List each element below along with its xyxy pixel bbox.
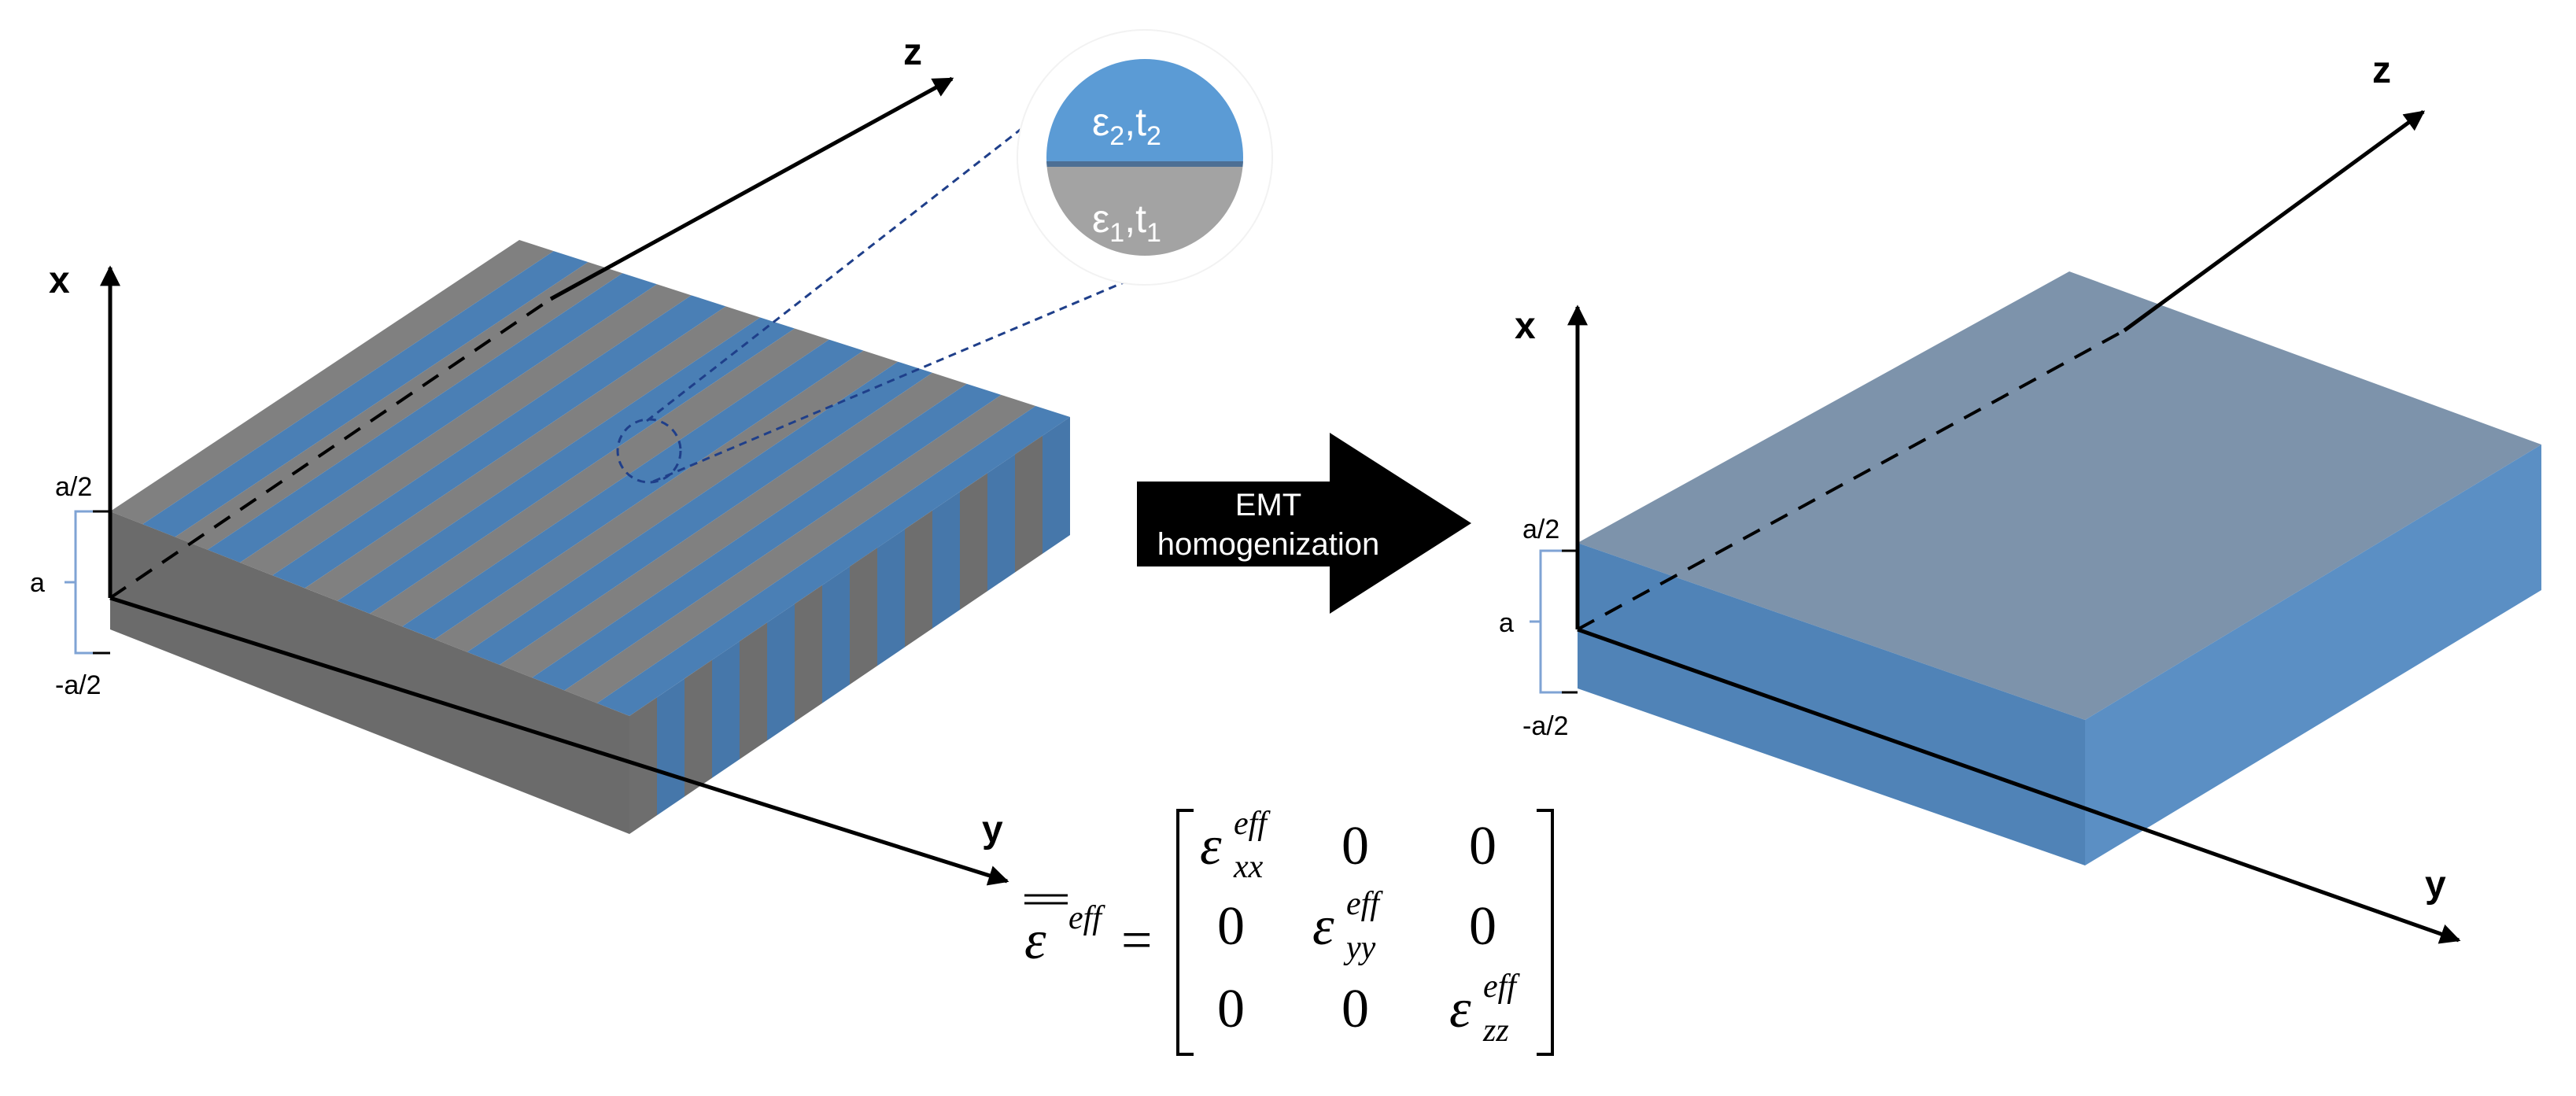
- left-dim-bottom: -a/2: [55, 670, 101, 700]
- top-stripe: [596, 405, 1070, 716]
- homogenized-block: [1578, 271, 2541, 865]
- left-y-label: y: [982, 809, 1003, 851]
- m12: 0: [1342, 816, 1369, 876]
- equals-sign: =: [1121, 910, 1152, 971]
- top-stripe: [532, 383, 1002, 691]
- effective-permittivity-tensor: ε eff = ε eff xx 0 0 0 ε eff yy 0 0 0 ε …: [1024, 806, 1554, 1056]
- side-stripe: [712, 641, 740, 778]
- eps-zz-sub: zz: [1482, 1013, 1509, 1049]
- right-y-label: y: [2425, 864, 2446, 906]
- m32: 0: [1342, 979, 1369, 1039]
- right-y-axis: [1577, 627, 2461, 944]
- eps-zz-sup: eff: [1483, 969, 1520, 1005]
- right-z-axis: [2123, 109, 2426, 333]
- left-x-label: x: [49, 260, 70, 301]
- m21: 0: [1217, 896, 1245, 957]
- side-stripe: [1043, 417, 1070, 554]
- matrix-right-bracket: [1537, 809, 1554, 1056]
- top-stripe: [370, 328, 829, 627]
- side-stripe: [740, 622, 767, 759]
- left-z-axis: [549, 76, 954, 301]
- left-axes: x y z: [49, 31, 1009, 886]
- eps-xx: ε: [1200, 816, 1222, 876]
- side-stripe: [987, 454, 1015, 592]
- left-z-axis-hidden: [109, 297, 552, 600]
- eps-zz: ε: [1449, 979, 1471, 1039]
- zoom-callout: ε2,t2 ε1,t1: [616, 29, 1273, 484]
- m13: 0: [1469, 816, 1497, 876]
- right-dim-top: a/2: [1522, 515, 1559, 544]
- inset-layer1-label: ε1,t1: [1092, 197, 1161, 248]
- right-thickness-bracket: a/2 a -a/2: [1499, 515, 1578, 741]
- top-stripe: [402, 339, 864, 640]
- block-right-face: [2085, 445, 2541, 865]
- slab-right-face: [629, 417, 1070, 834]
- slab-top-stripes: [110, 240, 1070, 716]
- top-stripe: [272, 295, 726, 589]
- slab-left-face: [110, 511, 629, 834]
- side-stripe: [1015, 435, 1043, 573]
- inset-layer2-label: ε2,t2: [1092, 100, 1161, 151]
- top-stripe: [175, 262, 623, 550]
- eps-yy: ε: [1312, 896, 1334, 957]
- eps-yy-sup: eff: [1346, 886, 1383, 922]
- top-stripe: [467, 361, 932, 665]
- block-top-face: [1578, 271, 2541, 720]
- side-stripe: [877, 529, 905, 666]
- top-stripe: [110, 240, 554, 525]
- matrix-left-bracket: [1176, 809, 1194, 1056]
- layered-slab: [110, 240, 1070, 834]
- block-left-face: [1578, 543, 2085, 865]
- arrow-label-line2: homogenization: [1157, 527, 1379, 562]
- left-dim-top: a/2: [55, 472, 92, 502]
- m31: 0: [1217, 979, 1245, 1039]
- side-stripe: [685, 659, 712, 797]
- eps-xx-sub: xx: [1233, 849, 1264, 885]
- top-stripe: [142, 251, 589, 537]
- right-axes: x y z: [1515, 50, 2461, 944]
- right-dim-mid: a: [1499, 608, 1514, 638]
- top-stripe: [337, 317, 795, 614]
- right-z-axis-hidden: [1577, 329, 2125, 631]
- arrow-label-line1: EMT: [1235, 488, 1301, 522]
- top-stripe: [207, 273, 657, 563]
- top-stripe: [240, 284, 692, 576]
- emt-arrow: EMT homogenization: [1137, 433, 1471, 614]
- side-stripe: [905, 510, 932, 648]
- right-z-label: z: [2372, 50, 2391, 91]
- side-stripe: [795, 585, 822, 722]
- side-stripe: [767, 603, 795, 741]
- left-y-axis: [109, 596, 1009, 886]
- eps-xx-sup: eff: [1234, 806, 1271, 842]
- right-x-label: x: [1515, 305, 1536, 347]
- side-stripe: [850, 548, 877, 685]
- top-stripe: [304, 306, 761, 601]
- lhs-symbol: ε: [1024, 910, 1046, 971]
- eps-yy-sub: yy: [1343, 930, 1376, 966]
- left-z-label: z: [903, 31, 922, 73]
- right-dim-bottom: -a/2: [1522, 711, 1569, 741]
- top-stripe: [500, 372, 967, 678]
- m23: 0: [1469, 896, 1497, 957]
- side-stripe: [960, 473, 987, 610]
- side-stripe: [822, 566, 850, 703]
- left-dim-mid: a: [30, 568, 45, 598]
- top-stripe: [564, 394, 1036, 703]
- side-stripe: [932, 492, 960, 629]
- lhs-superscript: eff: [1068, 900, 1105, 936]
- side-stripe: [657, 678, 685, 816]
- left-thickness-bracket: a/2 a -a/2: [30, 472, 110, 700]
